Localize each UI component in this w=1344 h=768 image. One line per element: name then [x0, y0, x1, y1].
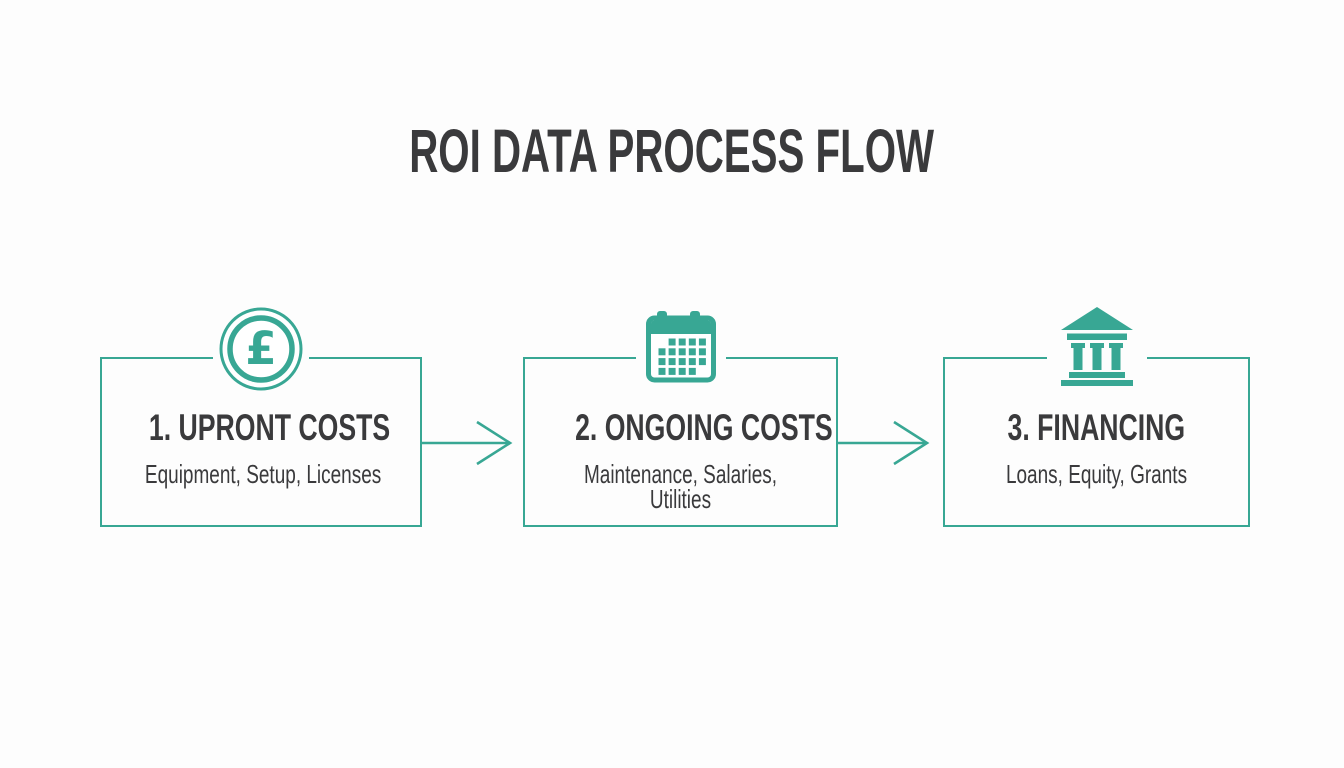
arrow-right-icon [838, 420, 930, 466]
page-title: ROI DATA PROCESS FLOW [0, 118, 1344, 184]
step-heading: 3. FINANCING [1007, 407, 1186, 448]
step-subtitle: Equipment, Setup, Licenses [144, 459, 382, 489]
arrow-right-icon [421, 420, 513, 466]
step-subtitle: Loans, Equity, Grants [1005, 459, 1188, 489]
step-heading: 2. ONGOING COSTS [575, 407, 833, 448]
step-box-financing: 3. FINANCING Loans, Equity, Grants [943, 307, 1250, 527]
step-subtitle: Maintenance, Salaries, Utilities [583, 459, 778, 514]
step-box-ongoing-costs: 2. ONGOING COSTS Maintenance, Salaries, … [523, 311, 838, 527]
calendar-icon [645, 311, 716, 383]
pound-coin-icon: £ [218, 306, 304, 392]
bank-icon [1058, 306, 1136, 387]
step-box-upfront-costs: £ 1. UPRONT COSTS Equipment, Setup, Lice… [100, 307, 422, 527]
step-heading: 1. UPRONT COSTS [148, 407, 391, 448]
pound-glyph: £ [245, 322, 276, 375]
page-title-text: ROI DATA PROCESS FLOW [409, 117, 935, 185]
